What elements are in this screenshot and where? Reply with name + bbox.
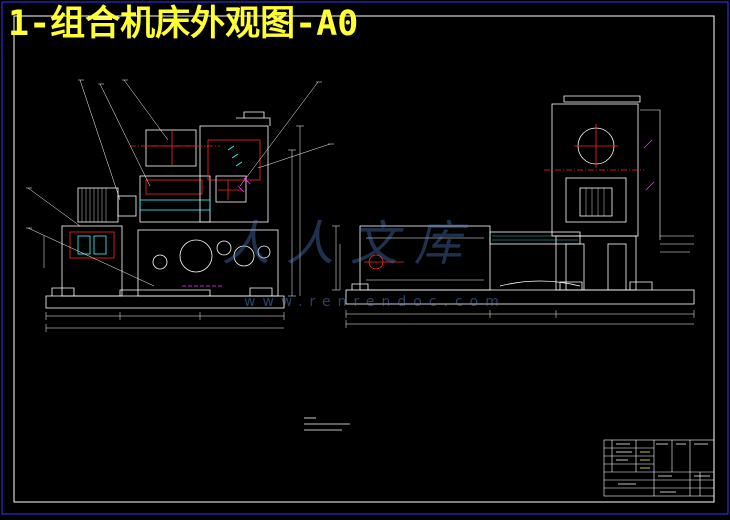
side-base xyxy=(345,289,695,305)
watermark-url: www.renrendoc.com xyxy=(244,294,506,310)
side-view xyxy=(332,95,695,328)
drawing-title: 1-组合机床外观图-A0 xyxy=(8,4,359,44)
title-block-frame xyxy=(603,439,715,497)
side-rail xyxy=(489,231,581,245)
inner-sheet-border xyxy=(13,15,715,503)
front-spindle-box xyxy=(145,129,197,167)
watermark-text: 人人文库 xyxy=(222,216,479,272)
front-left-column xyxy=(61,225,123,297)
front-view xyxy=(26,79,334,332)
side-left-bed xyxy=(359,225,491,291)
front-slide-table xyxy=(139,175,211,223)
front-bed xyxy=(137,229,279,297)
technical-notes xyxy=(304,417,350,431)
front-headstock xyxy=(199,125,269,223)
title-block xyxy=(603,439,715,497)
